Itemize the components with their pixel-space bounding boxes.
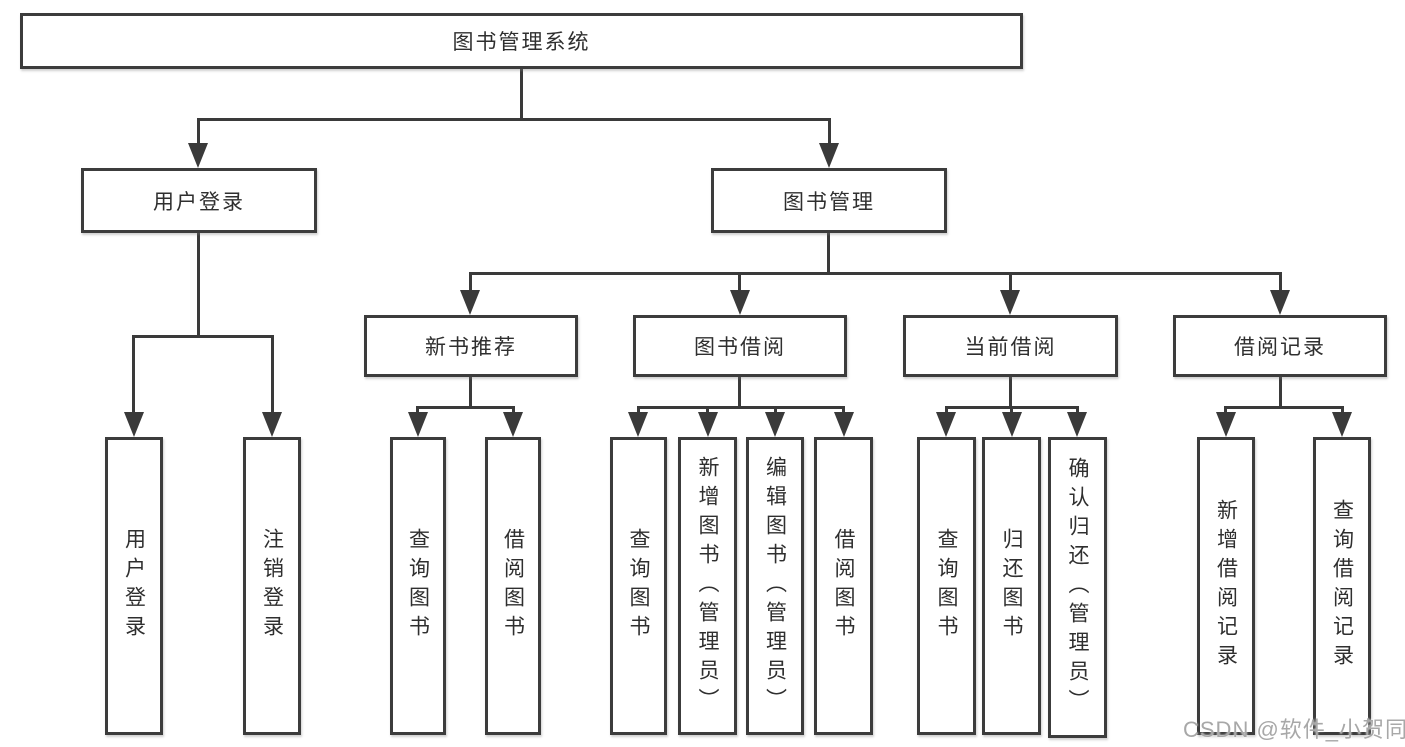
node-label: 图书借阅 bbox=[694, 336, 786, 359]
leaf-borrow-books-recommend: 借阅图书 bbox=[485, 437, 541, 735]
leaf-query-books-recommend: 查询图书 bbox=[390, 437, 446, 735]
connector-line bbox=[1341, 406, 1344, 415]
leaf-label: 注销登录 bbox=[260, 528, 284, 644]
connector-line bbox=[1010, 406, 1013, 415]
connector-line bbox=[520, 66, 523, 120]
connector-line bbox=[738, 376, 741, 409]
node-label: 当前借阅 bbox=[964, 336, 1057, 359]
leaf-label: 编辑图书（管理员） bbox=[763, 455, 787, 717]
arrow-down-icon bbox=[1332, 412, 1352, 437]
leaf-label: 借阅图书 bbox=[501, 528, 525, 644]
connector-line bbox=[271, 335, 274, 415]
connector-line bbox=[1009, 272, 1012, 293]
arrow-down-icon bbox=[262, 412, 282, 437]
node-book-management: 图书管理 bbox=[711, 168, 947, 233]
connector-line bbox=[1009, 376, 1012, 409]
connector-line bbox=[197, 232, 200, 338]
leaf-confirm-return-admin: 确认归还（管理员） bbox=[1048, 437, 1107, 738]
arrow-down-icon bbox=[834, 412, 854, 437]
leaf-add-book-admin: 新增图书（管理员） bbox=[678, 437, 737, 735]
connector-line bbox=[637, 406, 640, 415]
leaf-label: 归还图书 bbox=[1000, 528, 1023, 644]
connector-line bbox=[416, 406, 419, 415]
arrow-down-icon bbox=[628, 412, 648, 437]
leaf-label: 借阅图书 bbox=[832, 528, 855, 644]
node-current-borrowing: 当前借阅 bbox=[903, 315, 1118, 377]
leaf-user-login: 用户登录 bbox=[105, 437, 163, 735]
connector-line bbox=[1076, 406, 1079, 415]
connector-line bbox=[738, 272, 741, 293]
leaf-borrow-books: 借阅图书 bbox=[814, 437, 873, 735]
arrow-down-icon bbox=[730, 290, 750, 315]
arrow-down-icon bbox=[460, 290, 480, 315]
arrow-down-icon bbox=[1000, 290, 1020, 315]
connector-line bbox=[828, 118, 831, 146]
leaf-label: 新增图书（管理员） bbox=[696, 455, 719, 717]
connector-line bbox=[827, 232, 830, 275]
arrow-down-icon bbox=[1002, 412, 1022, 437]
connector-line bbox=[416, 406, 515, 409]
leaf-label: 查询借阅记录 bbox=[1330, 499, 1354, 673]
leaf-label: 新增借阅记录 bbox=[1214, 499, 1238, 673]
arrow-down-icon bbox=[408, 412, 428, 437]
arrow-down-icon bbox=[765, 412, 785, 437]
arrow-down-icon bbox=[1270, 290, 1290, 315]
arrow-down-icon bbox=[503, 412, 523, 437]
node-label: 用户登录 bbox=[153, 190, 245, 214]
leaf-label: 查询图书 bbox=[627, 528, 650, 644]
arrow-down-icon bbox=[1216, 412, 1236, 437]
connector-line bbox=[637, 406, 845, 409]
connector-line bbox=[945, 406, 948, 415]
leaf-edit-book-admin: 编辑图书（管理员） bbox=[746, 437, 804, 735]
node-label: 图书管理系统 bbox=[452, 31, 591, 54]
connector-line bbox=[469, 272, 472, 293]
connector-line bbox=[197, 118, 831, 121]
node-user-login: 用户登录 bbox=[81, 168, 317, 233]
leaf-query-borrow-record: 查询借阅记录 bbox=[1313, 437, 1371, 735]
node-label: 新书推荐 bbox=[425, 336, 517, 359]
arrow-down-icon bbox=[124, 412, 144, 437]
connector-line bbox=[1279, 376, 1282, 409]
leaf-query-books-borrow: 查询图书 bbox=[610, 437, 667, 735]
leaf-return-book: 归还图书 bbox=[982, 437, 1041, 735]
connector-line bbox=[1224, 406, 1227, 415]
watermark-text: CSDN @软件_小贺同学 bbox=[1183, 717, 1405, 742]
connector-line bbox=[512, 406, 515, 415]
connector-line bbox=[469, 272, 1282, 275]
node-new-book-recommendation: 新书推荐 bbox=[364, 315, 578, 377]
node-label: 图书管理 bbox=[783, 190, 875, 214]
node-book-borrowing: 图书借阅 bbox=[633, 315, 847, 377]
connector-line bbox=[1224, 406, 1344, 409]
connector-line bbox=[1279, 272, 1282, 293]
node-library-management-system: 图书管理系统 bbox=[20, 13, 1023, 69]
connector-line bbox=[469, 376, 472, 409]
leaf-logout: 注销登录 bbox=[243, 437, 301, 735]
connector-line bbox=[842, 406, 845, 415]
leaf-label: 查询图书 bbox=[406, 528, 430, 644]
leaf-label: 查询图书 bbox=[935, 528, 958, 644]
connector-line bbox=[132, 335, 135, 415]
leaf-query-books-current: 查询图书 bbox=[917, 437, 976, 735]
node-borrowing-records: 借阅记录 bbox=[1173, 315, 1387, 377]
leaf-add-borrow-record: 新增借阅记录 bbox=[1197, 437, 1255, 735]
connector-line bbox=[197, 118, 200, 146]
connector-line bbox=[132, 335, 274, 338]
leaf-label: 用户登录 bbox=[122, 528, 146, 644]
arrow-down-icon bbox=[1067, 412, 1087, 437]
node-label: 借阅记录 bbox=[1234, 336, 1326, 359]
arrow-down-icon bbox=[698, 412, 718, 437]
connector-line bbox=[706, 406, 709, 415]
connector-line bbox=[774, 406, 777, 415]
leaf-label: 确认归还（管理员） bbox=[1066, 457, 1089, 718]
arrow-down-icon bbox=[936, 412, 956, 437]
arrow-down-icon bbox=[819, 143, 839, 168]
arrow-down-icon bbox=[188, 143, 208, 168]
